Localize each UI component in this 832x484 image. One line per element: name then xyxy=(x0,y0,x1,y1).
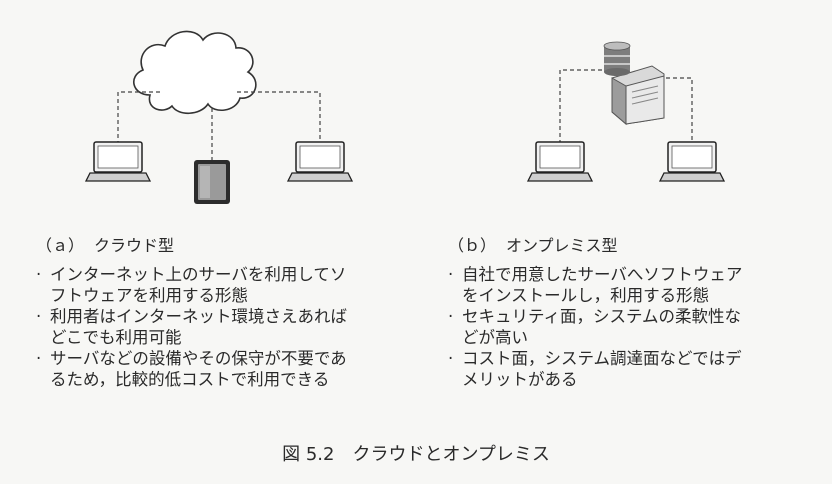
panel-a-label: （ａ） xyxy=(36,236,85,255)
laptop-icon xyxy=(286,141,354,182)
panel-a-title: （ａ） クラウド型 xyxy=(36,232,436,256)
laptop-icon xyxy=(526,141,594,182)
cloud-icon xyxy=(133,30,257,115)
bullet-line: サーバなどの設備やその保守が不要であ xyxy=(50,349,347,368)
bullet-line: をインストールし，利用する形態 xyxy=(462,286,710,305)
bullet-line: セキュリティ面，システムの柔軟性な xyxy=(462,307,742,326)
bullet-line: るため，比較的低コストで利用できる xyxy=(50,370,330,389)
panel-b-label: （ｂ） xyxy=(448,236,497,255)
bullet-line: コスト面，システム調達面などではデ xyxy=(462,349,742,368)
server-icon xyxy=(603,41,665,126)
panel-a-title-text: クラウド型 xyxy=(94,236,175,255)
panel-b-title: （ｂ） オンプレミス型 xyxy=(448,232,828,256)
tablet-icon xyxy=(194,160,230,204)
bullet-line: 自社で用意したサーバへソフトウェア xyxy=(462,265,743,284)
connector-lines-a xyxy=(117,91,321,160)
panel-a-description: （ａ） クラウド型 インターネット上のサーバを利用してソフトウェアを利用する形態 … xyxy=(36,232,436,390)
bullet-line: フトウェアを利用する形態 xyxy=(50,286,248,305)
bullet-line: どこでも利用可能 xyxy=(50,328,182,347)
laptop-icon xyxy=(658,141,726,182)
laptop-icon xyxy=(84,141,152,182)
bullet-line: どが高い xyxy=(462,328,528,347)
panel-b-title-text: オンプレミス型 xyxy=(506,236,618,255)
figure-caption: 図 5.2 クラウドとオンプレミス xyxy=(282,444,550,465)
connector-lines-b xyxy=(559,69,693,142)
bullet-line: 利用者はインターネット環境さえあれば xyxy=(50,307,347,326)
bullet-line: メリットがある xyxy=(462,370,578,389)
bullet-line: インターネット上のサーバを利用してソ xyxy=(50,265,347,284)
panel-b-description: （ｂ） オンプレミス型 自社で用意したサーバへソフトウェアをインストールし，利用す… xyxy=(448,232,828,390)
